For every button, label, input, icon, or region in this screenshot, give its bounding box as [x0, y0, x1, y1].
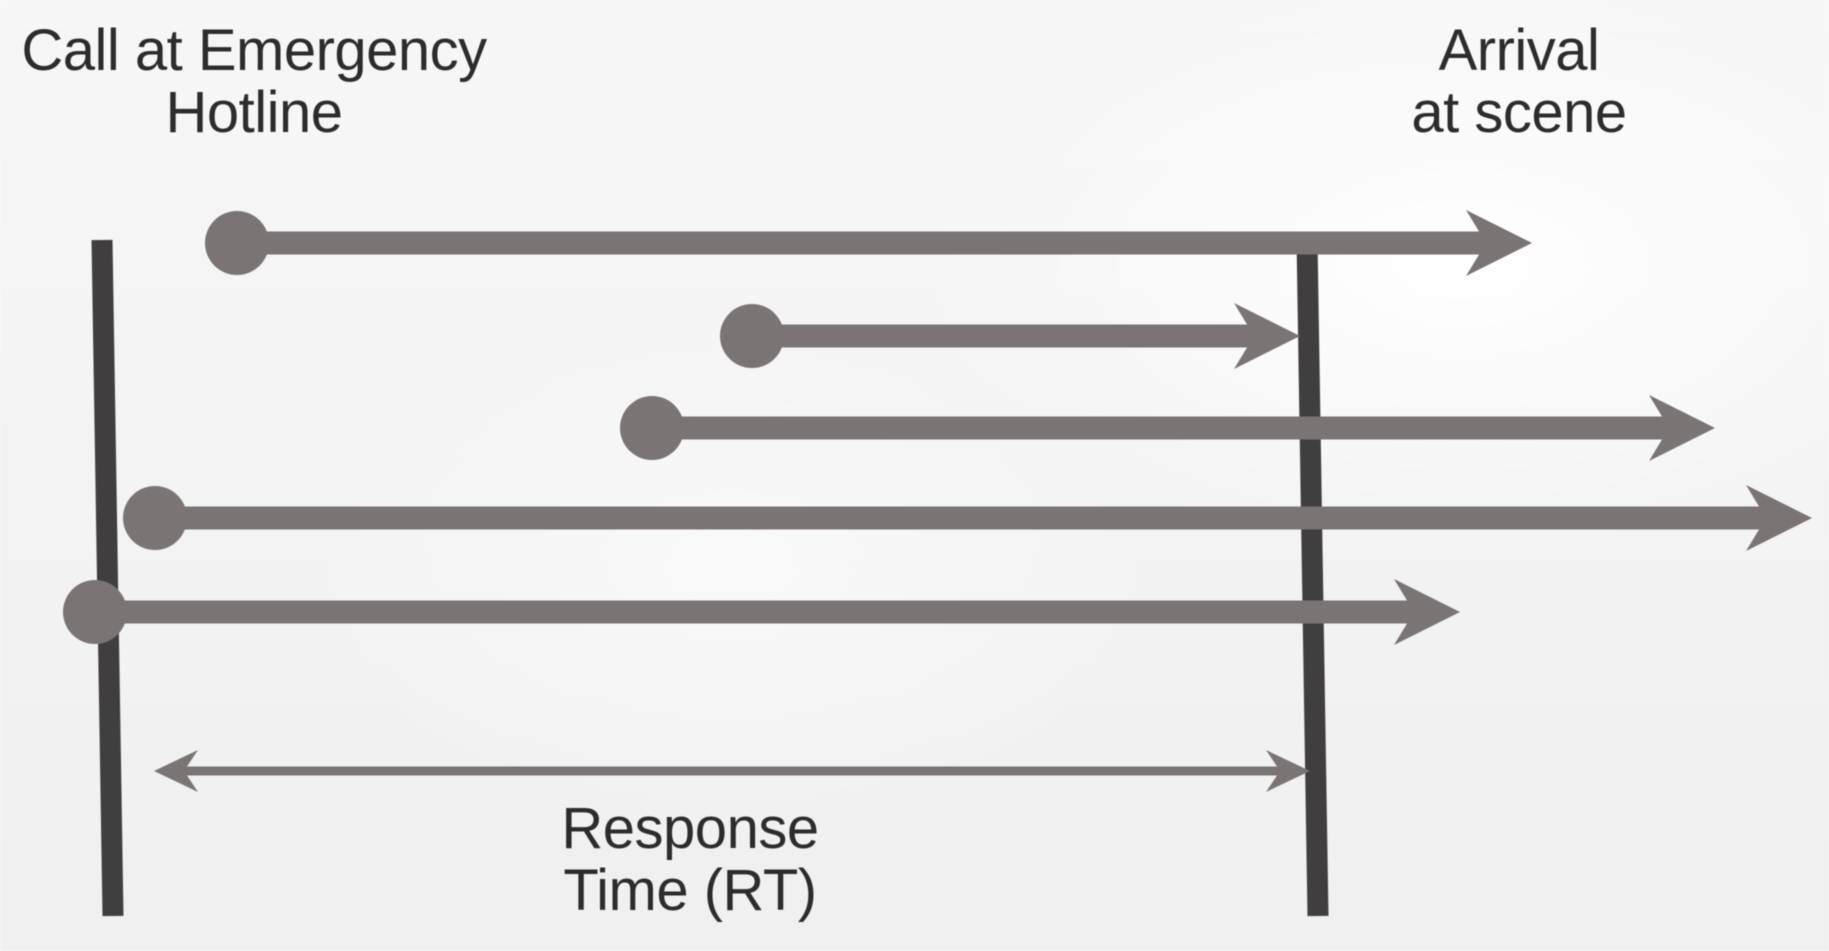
- call-at-emergency-hotline-label: Call at Emergency Hotline: [14, 20, 494, 144]
- call-label-line2: Hotline: [165, 80, 343, 145]
- right-arrowhead-icon: [1266, 750, 1310, 792]
- arrival-at-scene-label: Arrival at scene: [1339, 20, 1699, 144]
- arrowhead-icon: [1394, 579, 1460, 645]
- event-timeline-arrow-incident-5: [63, 579, 1460, 645]
- response-time-span-arrow: [154, 750, 1310, 792]
- event-timeline-arrow-incident-4: [123, 485, 1812, 551]
- arrival-label-line1: Arrival: [1438, 18, 1600, 83]
- event-timeline-arrow-incident-2: [720, 303, 1300, 369]
- arrowhead-icon: [1466, 210, 1532, 276]
- call-label-line1: Call at Emergency: [21, 18, 487, 83]
- arrowhead-icon: [1649, 395, 1715, 461]
- arrival-label-line2: at scene: [1411, 80, 1627, 145]
- start-dot-icon: [720, 304, 784, 368]
- rt-label-line1: Response: [561, 796, 819, 861]
- arrowhead-icon: [1746, 485, 1812, 551]
- arrival-marker-line: [1296, 239, 1329, 917]
- left-arrowhead-icon: [154, 750, 198, 792]
- start-dot-icon: [63, 580, 127, 644]
- rt-label-line2: Time (RT): [563, 858, 817, 923]
- arrowhead-icon: [1234, 303, 1300, 369]
- start-dot-icon: [205, 211, 269, 275]
- start-dot-icon: [620, 396, 684, 460]
- response-time-label: Response Time (RT): [490, 798, 890, 922]
- call-marker-line: [91, 239, 124, 917]
- event-timeline-arrow-incident-3: [620, 395, 1715, 461]
- start-dot-icon: [123, 486, 187, 550]
- event-timeline-arrow-incident-1: [205, 210, 1532, 276]
